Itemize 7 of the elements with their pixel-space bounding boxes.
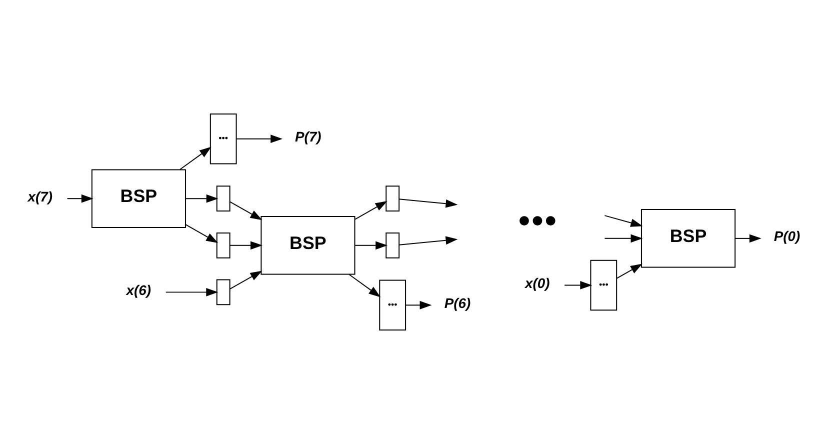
node-text: x(7) [28,188,52,204]
node-text: P(0) [774,228,800,244]
node-text: x(6) [126,281,152,298]
label: ●●● [518,206,558,232]
node-text: x(0) [525,274,550,290]
node-text: P(6) [444,294,471,310]
node-text: P(7) [295,128,322,144]
